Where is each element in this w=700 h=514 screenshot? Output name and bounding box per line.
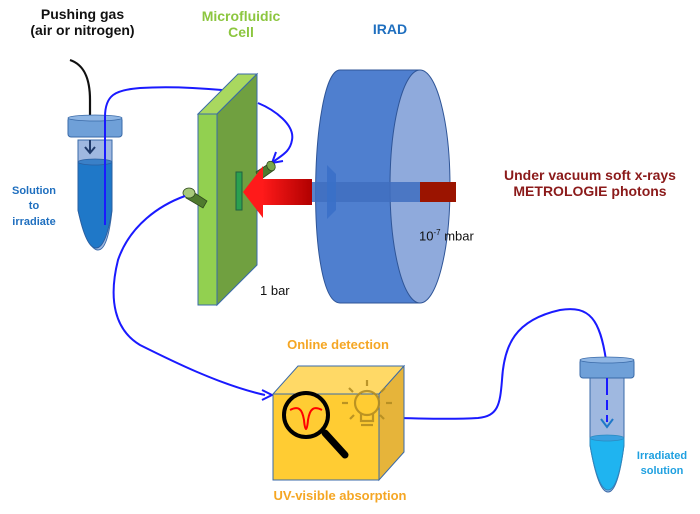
uv-visible-text: UV-visible absorption: [273, 488, 407, 503]
collection-tube: [579, 356, 635, 493]
microfluidic-cell-label: Microfluidic Cell: [186, 8, 296, 40]
lightbulb-icon: [342, 380, 392, 427]
cell-pressure-text: 1 bar: [260, 283, 290, 298]
vacuum-pressure-base: 10: [419, 228, 434, 244]
tubing-cell-loop: [257, 102, 294, 163]
xray-beam: [243, 165, 456, 219]
source-tube: [67, 114, 123, 251]
magnifier-icon: [282, 391, 349, 459]
gas-arrow-icon: [84, 140, 96, 155]
vacuum-pressure-exponent: -7: [433, 228, 441, 237]
cell-outlet-port: [182, 187, 208, 209]
irad-label: IRAD: [360, 21, 420, 37]
pushing-gas-label: Pushing gas (air or nitrogen): [10, 6, 155, 38]
source-label: Under vacuum soft x-rays METROLOGIE phot…: [480, 167, 700, 199]
tubing-cell-to-detector: [112, 195, 266, 396]
tubing-detector-to-collection: [391, 308, 607, 420]
pushing-gas-line2: (air or nitrogen): [30, 22, 135, 39]
irradiated-solution-label: Irradiated solution: [627, 449, 697, 479]
detector-inlet-arrow-icon: [261, 389, 275, 401]
irad-text: IRAD: [372, 21, 408, 37]
uv-visible-label: UV-visible absorption: [250, 488, 430, 504]
microfluidic-line2: Cell: [228, 24, 254, 41]
irradiated-line1: Irradiated: [636, 450, 688, 462]
solution-line2: to: [28, 200, 40, 213]
microfluidic-cell: [196, 72, 259, 307]
gas-line: [69, 58, 92, 120]
cell-pressure-label: 1 bar: [260, 283, 290, 298]
source-line1: Under vacuum soft x-rays: [504, 167, 676, 183]
irradiated-line2: solution: [640, 464, 684, 477]
solution-line3: irradiate: [12, 215, 56, 228]
online-detection-label: Online detection: [268, 337, 408, 353]
tubing-source-to-cell: [104, 86, 223, 118]
solution-line1: Solution: [12, 185, 56, 197]
detector-box: [271, 364, 406, 482]
online-detection-text: Online detection: [287, 337, 389, 352]
source-line2: METROLOGIE photons: [513, 183, 667, 200]
pushing-gas-line1: Pushing gas: [40, 6, 125, 22]
vacuum-pressure-label: 10-7 mbar: [419, 228, 474, 243]
drip-arrow-icon: [600, 418, 614, 429]
microfluidic-line1: Microfluidic: [201, 8, 281, 24]
vacuum-pressure-unit: mbar: [440, 228, 474, 244]
solution-label: Solution to irradiate: [4, 184, 64, 230]
